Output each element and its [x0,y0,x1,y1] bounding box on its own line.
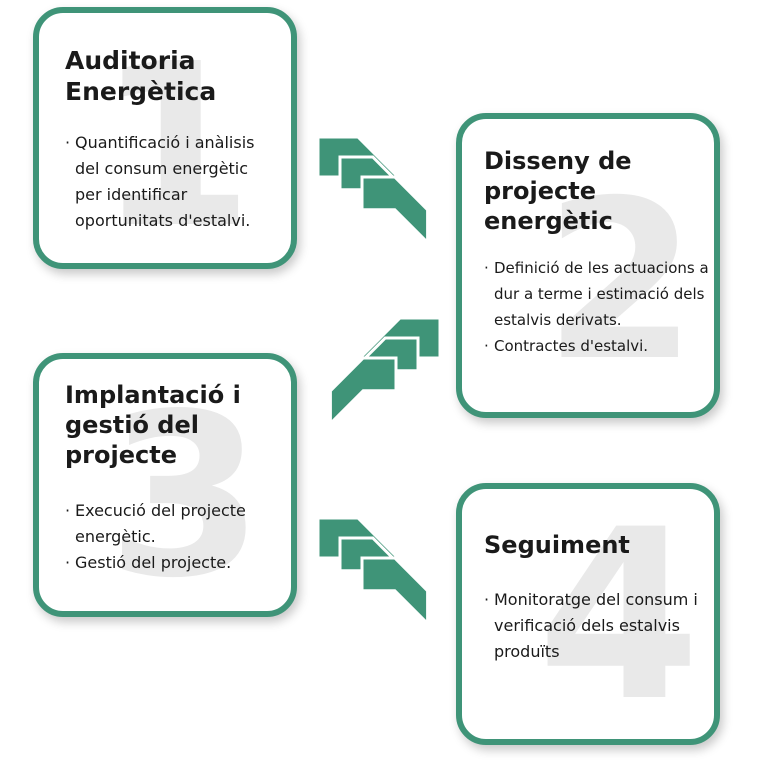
bullet-item: ·Quantificació i anàlisis del consum ene… [65,133,255,230]
chevron-arrow-1-to-2-icon [318,137,430,247]
chevron-arrow-3-to-4-icon [318,518,430,628]
step-title-3: Implantació i gestió del projecte [65,381,241,469]
bullet-item: ·Definició de les actuacions a dur a ter… [484,259,709,329]
chevron-segment [360,175,430,247]
step-number-1: 1 [97,16,254,269]
step-card-4: 4 Seguiment ·Monitoratge del consum i ve… [456,483,720,745]
step-card-2: 2 Disseny de projecte energètic ·Definic… [456,113,720,418]
step-number-4: 4 [537,483,701,745]
chevron-segment [360,556,430,628]
step-title-1: Auditoria Energètica [65,46,217,106]
step-bullets-2: ·Definició de les actuacions a dur a ter… [484,255,709,359]
bullet-item: ·Execució del projecte energètic. [65,501,246,546]
bullet-item: ·Monitoratge del consum i verificació de… [484,590,698,661]
step-title-4: Seguiment [484,531,630,559]
chevron-arrow-2-to-3-icon [328,318,440,428]
bullet-item: ·Contractes d'estalvi. [484,337,649,355]
step-bullets-1: ·Quantificació i anàlisis del consum ene… [65,130,265,234]
step-number-2: 2 [544,153,698,409]
step-card-1: 1 Auditoria Energètica ·Quantificació i … [33,7,297,269]
step-card-3: 3 Implantació i gestió del projecte ·Exe… [33,353,297,617]
chevron-segment [328,356,398,428]
step-bullets-3: ·Execució del projecte energètic. ·Gesti… [65,498,275,576]
step-number-3: 3 [107,366,264,617]
step-title-2: Disseny de projecte energètic [484,147,632,235]
bullet-item: ·Gestió del projecte. [65,553,232,572]
step-bullets-4: ·Monitoratge del consum i verificació de… [484,587,699,665]
